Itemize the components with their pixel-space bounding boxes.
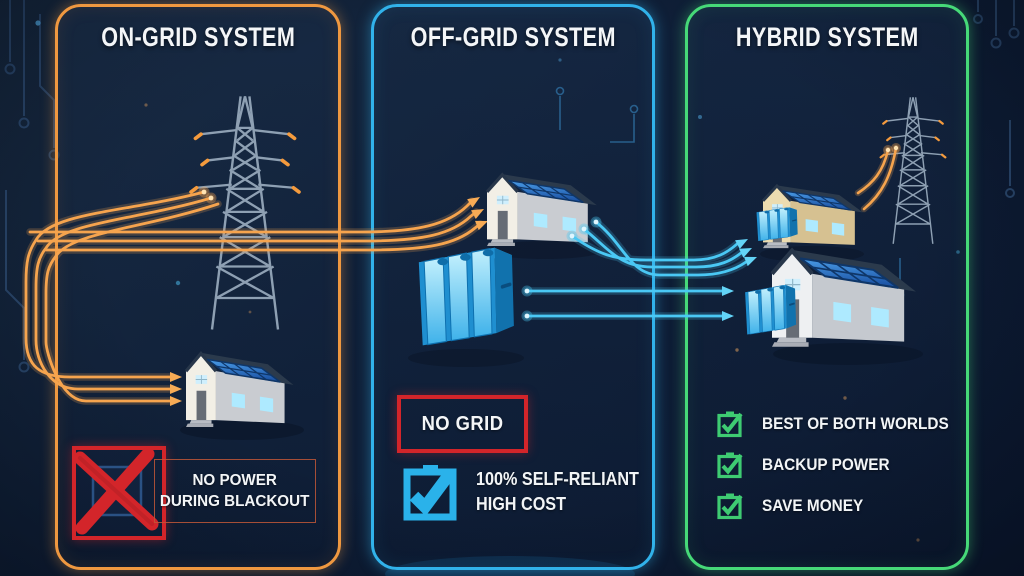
list-item: BACKUP POWER <box>716 451 963 479</box>
panel-title-off-grid: OFF-GRID SYSTEM <box>410 22 616 52</box>
checkbox-checked-icon <box>717 493 743 520</box>
checklist-label: BACKUP POWER <box>762 455 890 474</box>
off-grid-feature-text: 100% SELF-RELIANT HIGH COST <box>476 468 639 514</box>
no-grid-badge: NO GRID <box>397 395 528 453</box>
checklist-label: BEST OF BOTH WORLDS <box>762 414 949 433</box>
list-item: SAVE MONEY <box>716 492 963 520</box>
blackout-x-badge <box>72 446 166 540</box>
off-grid-feature: 100% SELF-RELIANT HIGH COST <box>398 460 657 524</box>
no-grid-text: NO GRID <box>421 412 504 435</box>
list-item: BEST OF BOTH WORLDS <box>716 410 963 438</box>
x-mark-icon <box>73 447 159 535</box>
checkbox-checked-icon <box>717 452 743 479</box>
panel-title-hybrid: HYBRID SYSTEM <box>735 22 919 52</box>
checkbox-checked-icon <box>717 411 743 438</box>
circuit-trace-decoration <box>4 0 1020 373</box>
blackout-note: NO POWER DURING BLACKOUT <box>154 459 316 523</box>
checklist-label: SAVE MONEY <box>762 496 864 515</box>
hybrid-checklist: BEST OF BOTH WORLDS BACKUP POWER SAVE MO… <box>716 410 963 520</box>
blackout-note-text: NO POWER DURING BLACKOUT <box>160 471 310 510</box>
panel-bottom-glow <box>385 556 635 576</box>
panel-title-on-grid: ON-GRID SYSTEM <box>100 22 295 52</box>
checkbox-checked-icon <box>403 465 457 521</box>
